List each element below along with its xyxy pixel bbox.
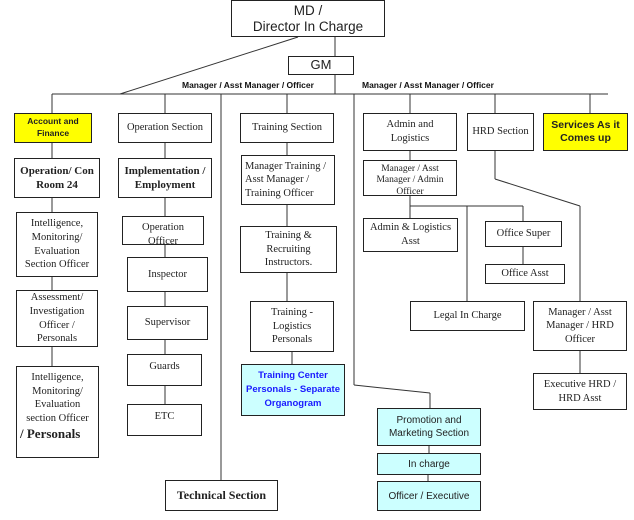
supervisor-box[interactable]: Supervisor [127, 306, 208, 340]
intelligence-personals-text: Intelligence, Monitoring/ Evaluation sec… [26, 372, 89, 424]
training-recruiting-box[interactable]: Training & Recruiting Instructors. [240, 226, 337, 273]
intelligence-personals-box[interactable]: Intelligence, Monitoring/ Evaluation sec… [16, 366, 99, 458]
training-section-box[interactable]: Training Section [240, 113, 334, 143]
operation-section-box[interactable]: Operation Section [118, 113, 212, 143]
assessment-box[interactable]: Assessment/ Investigation Officer / Pers… [16, 290, 98, 347]
inspector-box[interactable]: Inspector [127, 257, 208, 292]
technical-section-box[interactable]: Technical Section [165, 480, 278, 511]
gm-box[interactable]: GM [288, 56, 354, 75]
training-center-box[interactable]: Training Center Personals - Separate Org… [241, 364, 345, 416]
right-role-label: Manager / Asst Manager / Officer [362, 80, 494, 90]
intelligence-officer-box[interactable]: Intelligence, Monitoring/ Evaluation Sec… [16, 212, 98, 277]
etc-box[interactable]: ETC [127, 404, 202, 436]
admin-logistics-asst-box[interactable]: Admin & Logistics Asst [363, 218, 458, 252]
implementation-box[interactable]: Implementation / Employment [118, 158, 212, 198]
promotion-marketing-box[interactable]: Promotion and Marketing Section [377, 408, 481, 446]
hrd-manager-box[interactable]: Manager / Asst Manager / HRD Officer [533, 301, 627, 351]
training-logistics-box[interactable]: Training - Logistics Personals [250, 301, 334, 352]
services-box[interactable]: Services As it Comes up [543, 113, 628, 151]
in-charge-box[interactable]: In charge [377, 453, 481, 475]
hrd-section-box[interactable]: HRD Section [467, 113, 534, 151]
left-role-label: Manager / Asst Manager / Officer [182, 80, 314, 90]
executive-hrd-box[interactable]: Executive HRD / HRD Asst [533, 373, 627, 410]
operation-officer-box[interactable]: Operation Officer [122, 216, 204, 245]
legal-in-charge-box[interactable]: Legal In Charge [410, 301, 525, 331]
md-director-box[interactable]: MD / Director In Charge [231, 0, 385, 37]
account-finance-box[interactable]: Account and Finance [14, 113, 92, 143]
officer-executive-box[interactable]: Officer / Executive [377, 481, 481, 511]
manager-training-box[interactable]: Manager Training / Asst Manager / Traini… [241, 155, 335, 205]
admin-manager-box[interactable]: Manager / Asst Manager / Admin Officer [363, 160, 457, 196]
admin-logistics-box[interactable]: Admin and Logistics [363, 113, 457, 151]
personals-bold-text: / Personals [20, 425, 81, 441]
guards-box[interactable]: Guards [127, 354, 202, 386]
office-asst-box[interactable]: Office Asst [485, 264, 565, 284]
office-super-box[interactable]: Office Super [485, 221, 562, 247]
operation-con-room-box[interactable]: Operation/ Con Room 24 [14, 158, 100, 198]
